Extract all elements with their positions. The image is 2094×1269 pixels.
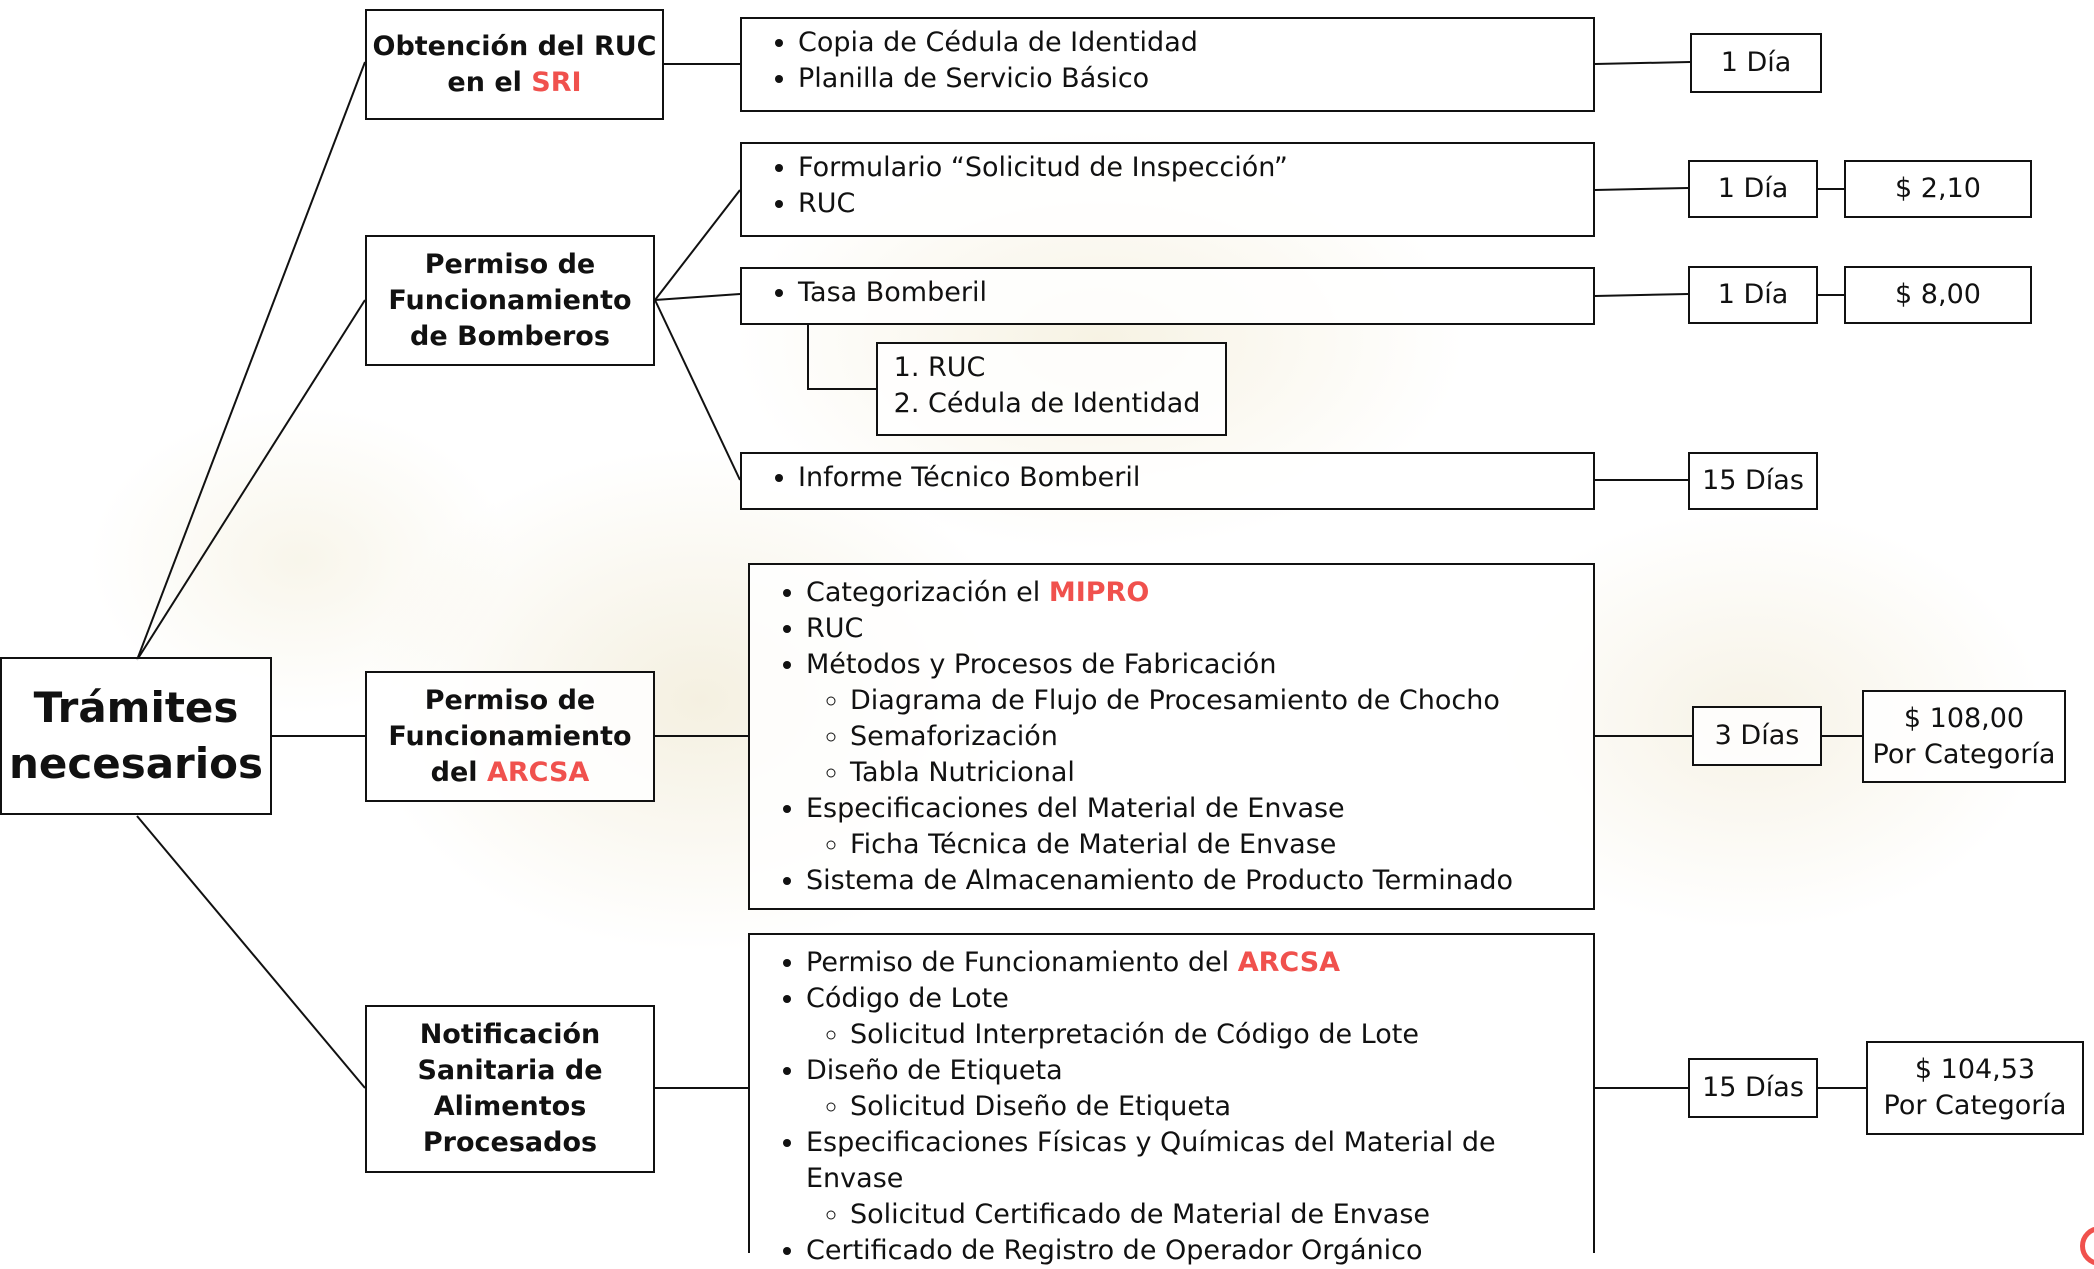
list-item: Tasa Bomberil	[798, 275, 1593, 311]
notif-cost-value: $ 104,53	[1914, 1054, 2036, 1085]
category-notificacion: Notificación Sanitaria de Alimentos Proc…	[365, 1005, 655, 1173]
bomberos-time-1: 1 Día	[1688, 160, 1818, 218]
bomberos-title-line2: Funcionamiento	[388, 284, 632, 316]
root-title-line1: Trámites	[33, 683, 239, 732]
arcsa-highlight: ARCSA	[486, 756, 590, 788]
list-item: Sistema de Almacenamiento de Producto Te…	[806, 863, 1593, 899]
list-item: Especificaciones Físicas y Químicas del …	[806, 1125, 1593, 1233]
connector-root-bomberos	[136, 299, 366, 661]
notif-title-line4: Procesados	[422, 1127, 598, 1158]
list-item: Informe Técnico Bomberil	[798, 460, 1593, 496]
arcsa-highlight-2: ARCSA	[1237, 947, 1341, 978]
sri-highlight: SRI	[531, 66, 582, 98]
arcsa-time: 3 Días	[1692, 706, 1822, 766]
bomberos-requirements-1: Formulario “Solicitud de Inspección” RUC	[740, 142, 1595, 237]
category-bomberos: Permiso de Funcionamiento de Bomberos	[365, 235, 655, 366]
arcsa-requirements: Categorización el MIPRO RUC Métodos y Pr…	[748, 563, 1595, 910]
connector-root-notif	[136, 815, 366, 1089]
list-item: Diseño de Etiqueta Solicitud Diseño de E…	[806, 1053, 1593, 1125]
bomberos-requirements-2: Tasa Bomberil	[740, 267, 1595, 325]
list-subitem: Diagrama de Flujo de Procesamiento de Ch…	[850, 683, 1593, 719]
root-node: Trámites necesarios	[0, 657, 272, 815]
notif-title-line2: Sanitaria de	[417, 1055, 603, 1086]
notif-time: 15 Días	[1688, 1058, 1818, 1118]
notif-title-line3: Alimentos	[433, 1091, 587, 1122]
arcsa-title-line3: del ARCSA	[430, 756, 590, 788]
list-item: Permiso de Funcionamiento del ARCSA	[806, 945, 1593, 981]
list-item: Métodos y Procesos de Fabricación Diagra…	[806, 647, 1593, 791]
arcsa-title-line1: Permiso de	[424, 684, 596, 716]
connector-root-sri	[136, 61, 366, 661]
bomberos-sub-requirements: RUC Cédula de Identidad	[876, 342, 1227, 436]
bomberos-title-line3: de Bomberos	[410, 320, 610, 352]
root-title-line2: necesarios	[8, 739, 264, 788]
notif-title-line1: Notificación	[419, 1019, 601, 1050]
notif-requirements: Permiso de Funcionamiento del ARCSA Códi…	[748, 933, 1595, 1266]
list-item: Formulario “Solicitud de Inspección”	[798, 150, 1593, 186]
list-item: RUC	[806, 611, 1593, 647]
sri-title-line2: en el SRI	[447, 66, 582, 98]
arcsa-cost-note: Por Categoría	[1872, 738, 2056, 770]
list-subitem: Solicitud Diseño de Etiqueta	[850, 1089, 1593, 1125]
list-item: Copia de Cédula de Identidad	[798, 25, 1593, 61]
list-subitem: Tabla Nutricional	[850, 755, 1593, 791]
list-subitem: Ficha Técnica de Material de Envase	[850, 827, 1593, 863]
bomberos-title-line1: Permiso de	[424, 248, 596, 280]
notif-cost: $ 104,53 Por Categoría	[1866, 1041, 2084, 1135]
bomberos-requirements-3: Informe Técnico Bomberil	[740, 452, 1595, 510]
list-item: Categorización el MIPRO	[806, 575, 1593, 611]
bomberos-time-3: 15 Días	[1688, 452, 1818, 510]
bomberos-cost-1: $ 2,10	[1844, 160, 2032, 218]
category-arcsa: Permiso de Funcionamiento del ARCSA	[365, 671, 655, 802]
list-item: RUC	[928, 350, 1225, 386]
sri-requirements: Copia de Cédula de Identidad Planilla de…	[740, 17, 1595, 112]
sri-time: 1 Día	[1690, 33, 1822, 93]
list-item: Planilla de Servicio Básico	[798, 61, 1593, 97]
bomberos-time-2: 1 Día	[1688, 266, 1818, 324]
category-sri: Obtención del RUC en el SRI	[365, 9, 664, 120]
list-item: Código de Lote Solicitud Interpretación …	[806, 981, 1593, 1053]
list-item: RUC	[798, 186, 1593, 222]
connector-lines	[136, 61, 1866, 1089]
list-subitem: Semaforización	[850, 719, 1593, 755]
list-subitem: Solicitud Interpretación de Código de Lo…	[850, 1017, 1593, 1053]
arcsa-cost-value: $ 108,00	[1903, 702, 2025, 734]
list-item: Certificado de Registro de Operador Orgá…	[806, 1233, 1593, 1269]
sri-title-line1: Obtención del RUC	[372, 30, 657, 62]
notif-cost-note: Por Categoría	[1883, 1090, 2067, 1121]
list-item: Especificaciones del Material de Envase …	[806, 791, 1593, 863]
arcsa-cost: $ 108,00 Por Categoría	[1862, 690, 2066, 783]
mipro-highlight: MIPRO	[1048, 577, 1150, 608]
arcsa-title-line2: Funcionamiento	[388, 720, 632, 752]
list-subitem: Solicitud Certificado de Material de Env…	[850, 1197, 1593, 1233]
bomberos-cost-2: $ 8,00	[1844, 266, 2032, 324]
list-item: Cédula de Identidad	[928, 386, 1225, 422]
